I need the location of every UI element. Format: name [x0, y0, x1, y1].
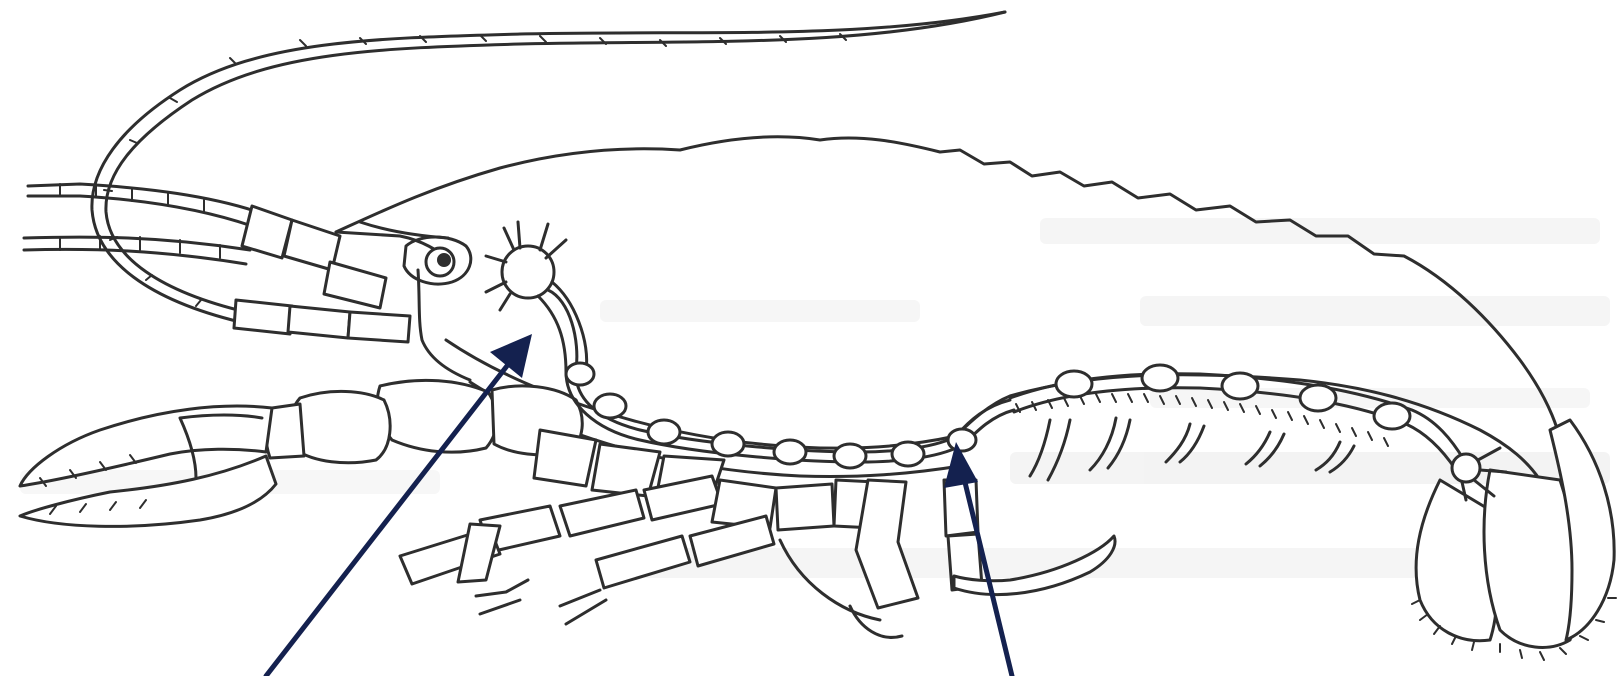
walking-legs: [400, 430, 1115, 637]
eye: [404, 237, 471, 284]
claw: [20, 380, 582, 526]
antennules: [24, 184, 410, 342]
brain-ganglion: [486, 222, 566, 310]
